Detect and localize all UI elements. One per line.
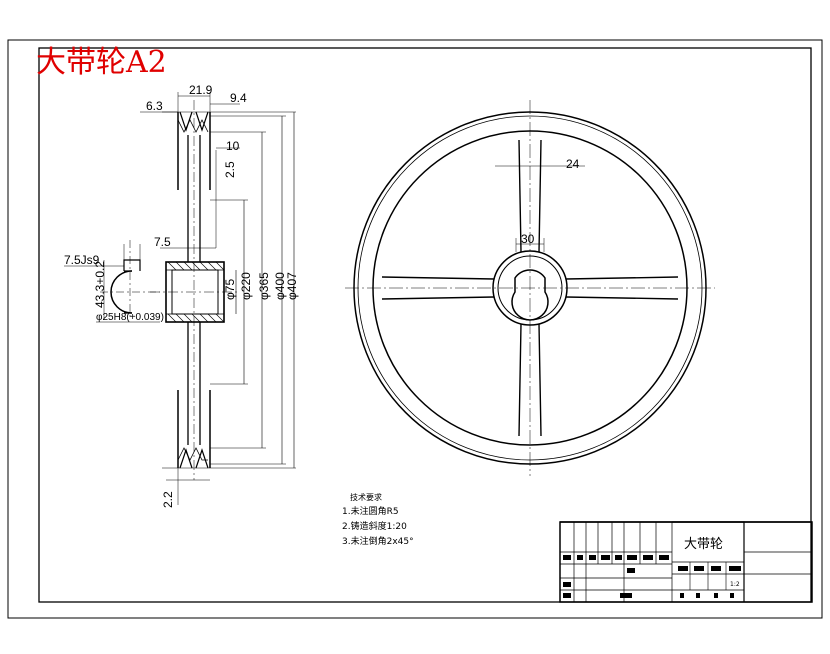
note-3: 3.未注倒角2x45° — [342, 535, 414, 547]
dim-10: 10 — [226, 139, 240, 153]
spoke-root-dim: 30 — [521, 232, 535, 246]
drawing-title: 大带轮A2 — [36, 45, 167, 80]
dim-phi407: φ407 — [285, 272, 299, 300]
side-section-view — [140, 92, 296, 505]
dim-phi400: φ400 — [273, 272, 287, 300]
dim-phi220: φ220 — [239, 272, 253, 300]
outer-border — [7, 39, 823, 619]
title-block-part-name: 大带轮 — [684, 537, 723, 552]
dim-7-5: 7.5 — [154, 235, 171, 249]
bore-dim: φ25H8(+0.039) — [96, 312, 164, 323]
title-block — [559, 521, 813, 603]
dim-2-5: 2.5 — [223, 161, 237, 178]
title-block-hatch-marks — [563, 555, 741, 598]
notes-heading: 技术要求 — [350, 492, 382, 502]
title-block-scale: 1:2 — [730, 581, 740, 588]
key-width-dim: 7.5Js9 — [64, 253, 100, 267]
key-depth-dim: 43.3+0.2 — [93, 261, 107, 308]
note-2: 2.铸造斜度1:20 — [342, 520, 407, 532]
bore-outline — [511, 269, 549, 321]
note-1: 1.未注圆角R5 — [342, 505, 399, 517]
spoke-width-dim: 24 — [566, 157, 580, 171]
keyway-detail — [64, 240, 160, 323]
dim-phi75: φ75 — [223, 279, 237, 300]
inner-border — [38, 47, 812, 603]
technical-notes: 技术要求 1.未注圆角R5 2.铸造斜度1:20 3.未注倒角2x45° — [342, 492, 414, 547]
dim-21-9: 21.9 — [189, 83, 213, 97]
dim-6-3: 6.3 — [146, 99, 163, 113]
dim-9-4: 9.4 — [230, 91, 247, 105]
front-view — [345, 100, 715, 476]
dim-phi365: φ365 — [257, 272, 271, 300]
dim-2-2: 2.2 — [161, 491, 175, 508]
